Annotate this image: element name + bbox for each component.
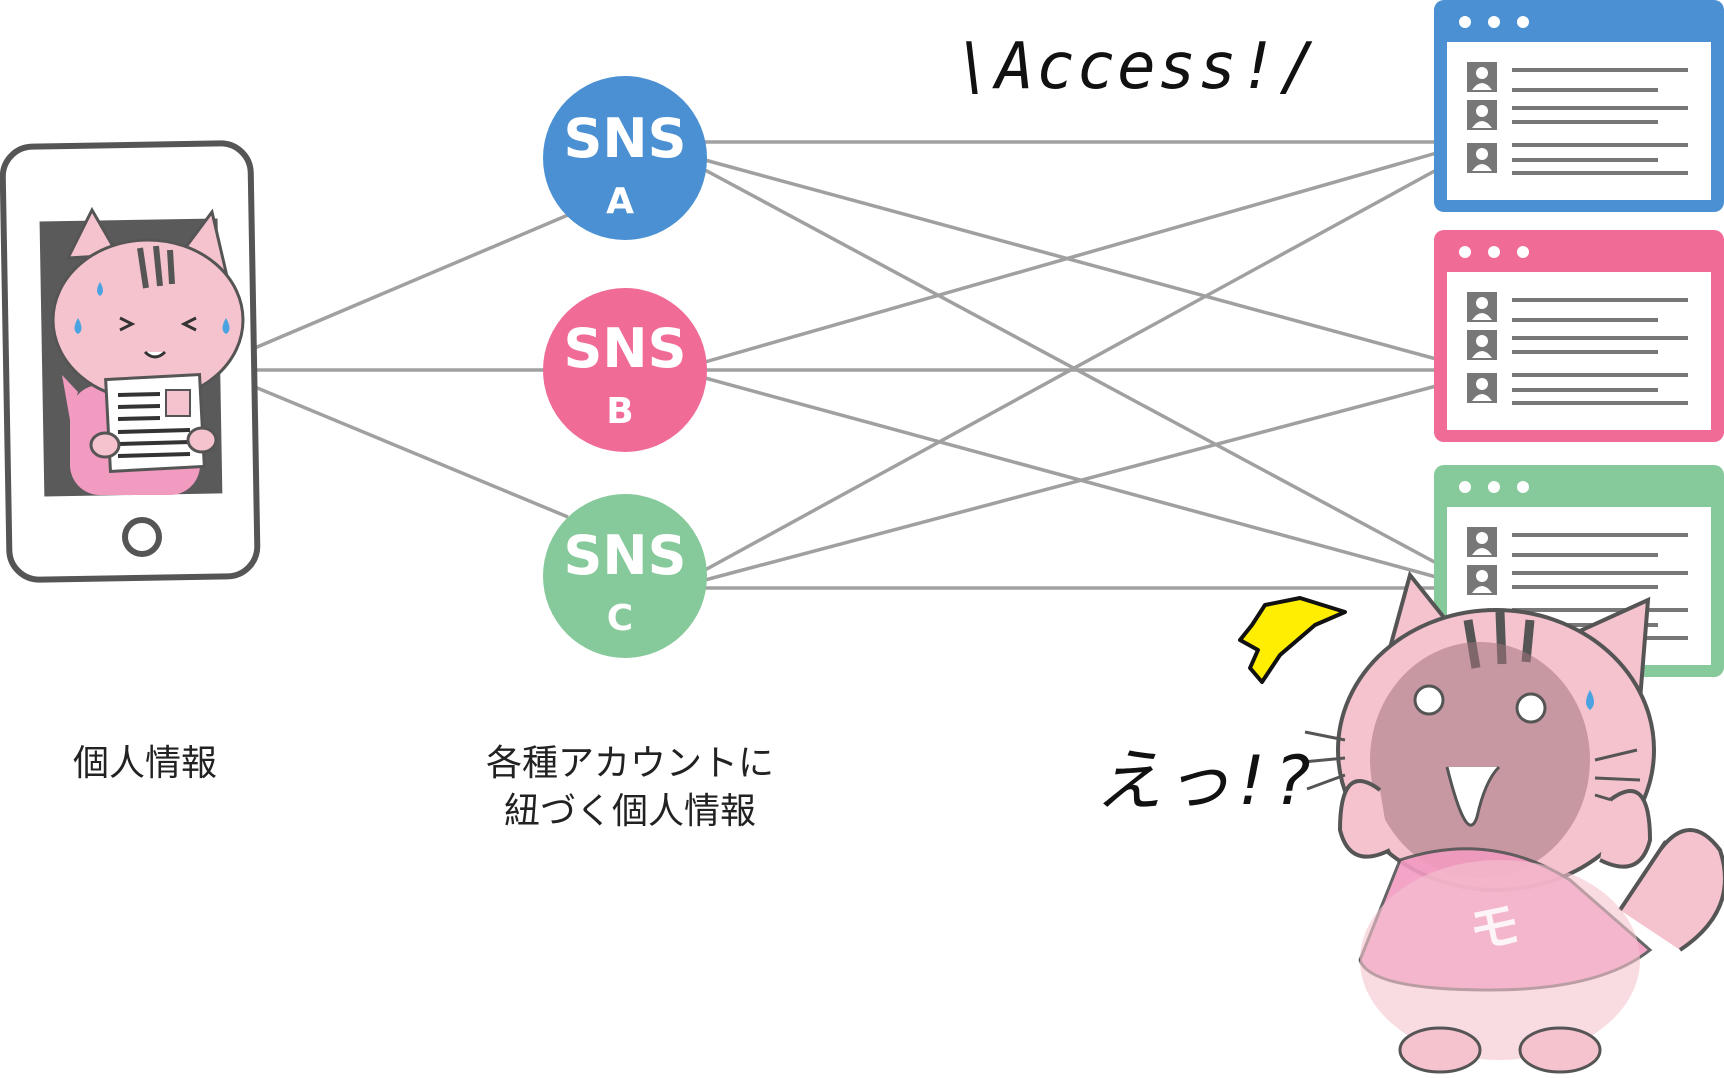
account-info-line1: 各種アカウントに: [485, 743, 774, 784]
sns-a-sub: A: [606, 181, 634, 222]
sns-a-circle: [543, 76, 707, 240]
sns-c-circle: [543, 494, 707, 658]
link-phone-sns-a: [249, 213, 569, 352]
sns-b-circle: [543, 288, 707, 452]
personal-info-label: 個人情報: [72, 743, 217, 784]
connection-lines: [249, 140, 1441, 590]
sns-b-sub: B: [606, 391, 633, 432]
sns-node-a: SNS A: [543, 76, 707, 240]
link-phone-sns-c: [249, 383, 569, 519]
sns-c-sub: C: [607, 598, 633, 639]
shocked-cat-character: モ: [1302, 570, 1724, 1074]
sns-node-b: SNS B: [543, 288, 707, 452]
sns-a-title: SNS: [564, 107, 687, 170]
user-profile-icon: [1467, 62, 1497, 173]
browser-window-icon: [1434, 0, 1724, 212]
link-a-window2: [704, 158, 1441, 362]
link-c-window1: [704, 166, 1441, 572]
link-c-window2: [704, 383, 1441, 582]
user-profile-icon: [1467, 292, 1497, 403]
account-info-line2: 紐づく個人情報: [503, 791, 756, 832]
phone-cat-character: [51, 206, 245, 495]
sns-node-c: SNS C: [543, 494, 707, 658]
account-info-label: 各種アカウントに 紐づく個人情報: [440, 740, 820, 836]
sns-b-title: SNS: [564, 317, 687, 380]
spark-icon: [1238, 596, 1347, 684]
sns-c-title: SNS: [564, 524, 687, 587]
shirt-letter: モ: [1464, 894, 1525, 961]
link-b-window1: [704, 150, 1441, 364]
browser-window-icon: [1434, 230, 1724, 442]
surprise-exclamation: えっ!?: [1095, 742, 1313, 821]
user-profile-icon: [1467, 527, 1497, 595]
link-b-window3: [704, 376, 1441, 580]
access-exclamation: \Access!/: [955, 30, 1320, 104]
